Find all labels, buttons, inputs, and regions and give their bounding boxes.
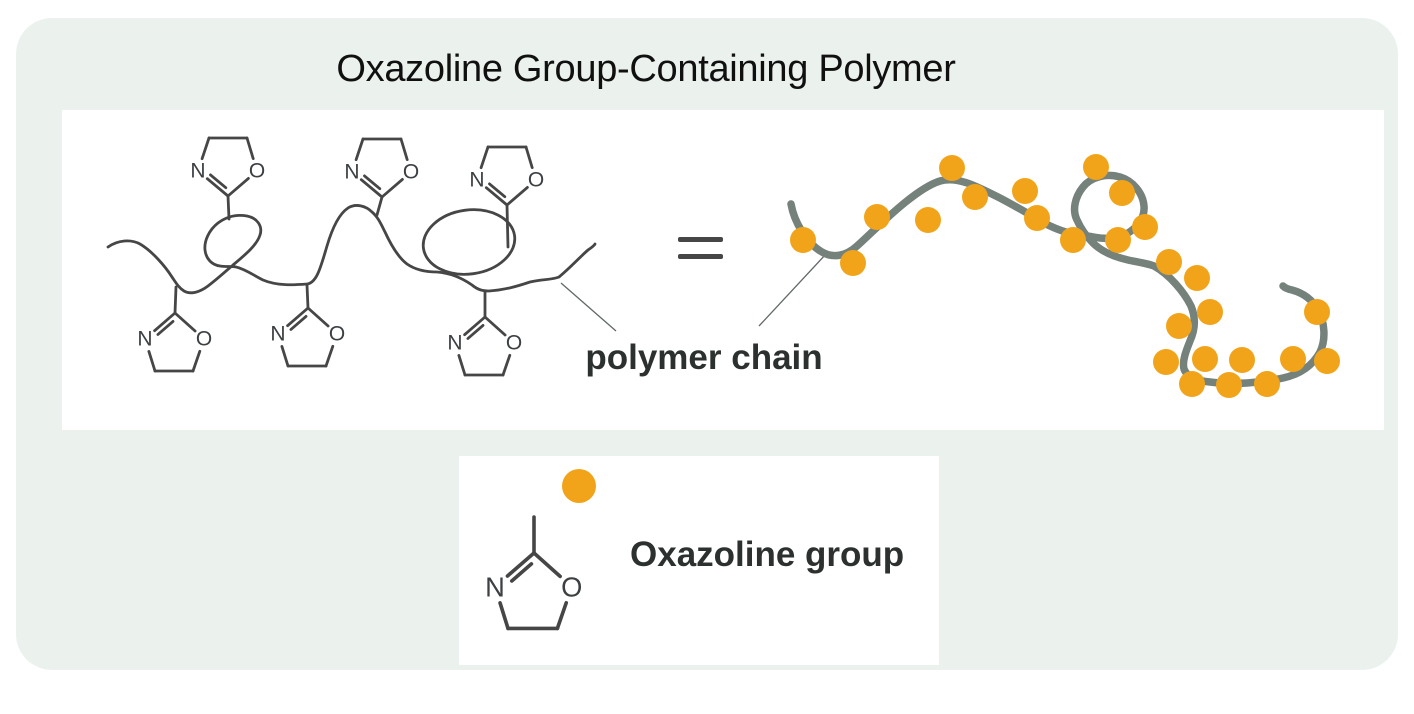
- oxazoline-dot: [1197, 299, 1223, 325]
- oxazoline-dot: [864, 204, 890, 230]
- bond: [375, 195, 384, 217]
- oxazoline-dot: [1192, 346, 1218, 372]
- oxazoline-dot: [1179, 371, 1205, 397]
- oxazoline-dot: [915, 207, 941, 233]
- oxazoline-dot: [1314, 348, 1340, 374]
- legend-oxazoline-dot: [562, 469, 596, 503]
- chemical-structure: [106, 136, 597, 377]
- oxazoline-group-label: Oxazoline group: [630, 535, 904, 574]
- legend-oxazoline-ring: [483, 551, 585, 631]
- oxazoline-dot: [790, 227, 816, 253]
- oxazoline-dot: [1109, 180, 1135, 206]
- oxazoline-dot: [840, 250, 866, 276]
- oxazoline-dot: [1060, 227, 1086, 253]
- oxazoline-dot: [1280, 346, 1306, 372]
- pointer-line-left: [560, 282, 617, 332]
- oxazoline-dot: [939, 155, 965, 181]
- oxazoline-dot: [1304, 299, 1330, 325]
- oxazoline-dot: [1166, 313, 1192, 339]
- bond: [505, 203, 510, 249]
- polymer-chain-label: polymer chain: [585, 338, 822, 377]
- polymer-chain-drawn-line: [106, 204, 597, 295]
- oxazoline-dot: [1024, 205, 1050, 231]
- oxazoline-ring: [343, 137, 421, 199]
- oxazoline-dot: [1083, 154, 1109, 180]
- oxazoline-dot: [1156, 249, 1182, 275]
- diagram-title: Oxazoline Group-Containing Polymer: [336, 48, 956, 90]
- bond: [173, 285, 178, 315]
- oxazoline-dot: [1132, 214, 1158, 240]
- equals-icon: [678, 237, 723, 259]
- bond: [226, 194, 231, 221]
- bond: [305, 283, 310, 310]
- pointer-line-right: [758, 253, 827, 327]
- oxazoline-dot: [1184, 265, 1210, 291]
- oxazoline-dot: [1012, 178, 1038, 204]
- schematic-polymer: [787, 154, 1340, 398]
- oxazoline-dot: [1153, 349, 1179, 375]
- chain-loop: [421, 208, 517, 276]
- oxazoline-ring: [269, 306, 347, 368]
- oxazoline-ring: [446, 315, 524, 377]
- legend-content: Oxazoline group: [483, 469, 904, 631]
- oxazoline-dot: [962, 184, 988, 210]
- oxazoline-dot: [1216, 372, 1242, 398]
- oxazoline-ring: [189, 136, 267, 198]
- oxazoline-ring: [136, 311, 214, 373]
- oxazoline-dot: [1229, 347, 1255, 373]
- oxazoline-dot: [1254, 371, 1280, 397]
- oxazoline-dot: [1105, 227, 1131, 253]
- oxazoline-dots: [790, 154, 1340, 398]
- oxazoline-ring: [468, 145, 546, 207]
